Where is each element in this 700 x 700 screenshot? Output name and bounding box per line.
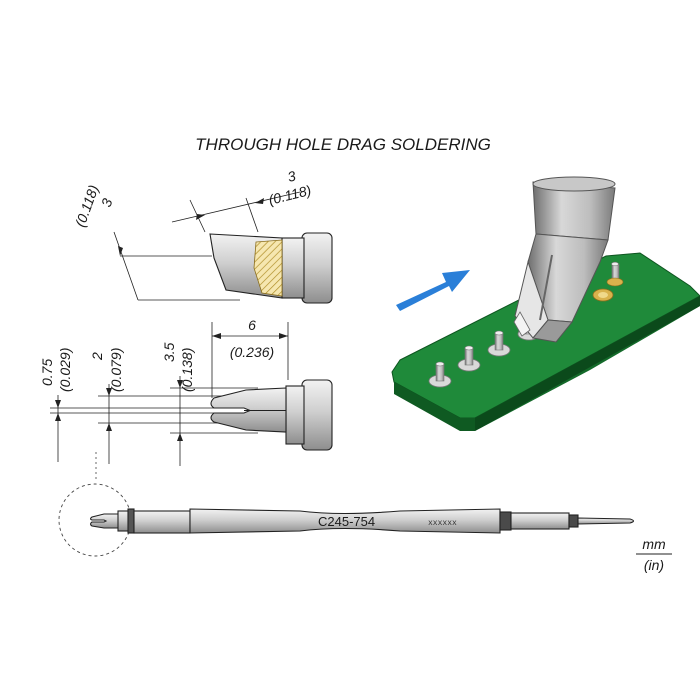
cartridge-model: C245-754 xyxy=(318,514,375,529)
top-c-in: (0.138) xyxy=(179,348,195,392)
drag-direction-arrow xyxy=(396,270,470,311)
soldering-tip xyxy=(513,176,616,343)
diagram-title: THROUGH HOLE DRAG SOLDERING xyxy=(195,135,491,154)
top-a-in: (0.029) xyxy=(57,348,73,392)
side-view-collar xyxy=(301,232,333,304)
side-height-mm: 3 xyxy=(98,196,116,209)
side-length-mm: 3 xyxy=(286,167,298,184)
unit-primary: mm xyxy=(642,536,666,552)
top-length-in: (0.236) xyxy=(230,344,274,360)
side-view-plating xyxy=(253,239,283,297)
side-length-in: (0.118) xyxy=(267,182,313,208)
cartridge-view: C245-754 xxxxxx xyxy=(58,452,635,557)
pcb-pins xyxy=(428,261,624,388)
top-length-mm: 6 xyxy=(248,317,256,333)
side-view: 3 (0.118) 3 (0.118) xyxy=(72,167,333,304)
top-view: 0.75 (0.029) 2 (0.079) 3.5 (0.138) 6 (0.… xyxy=(39,317,333,466)
unit-legend: mm (in) xyxy=(636,536,672,573)
unit-secondary: (in) xyxy=(644,557,664,573)
top-c-mm: 3.5 xyxy=(161,342,177,362)
top-b-mm: 2 xyxy=(89,352,105,361)
top-a-mm: 0.75 xyxy=(39,359,55,386)
side-height-in: (0.118) xyxy=(72,183,102,229)
cartridge-serial: xxxxxx xyxy=(428,519,457,528)
cartridge-body xyxy=(189,508,501,534)
drag-soldering-illustration xyxy=(391,176,700,431)
top-b-in: (0.079) xyxy=(108,348,124,392)
top-view-blade xyxy=(210,387,287,433)
